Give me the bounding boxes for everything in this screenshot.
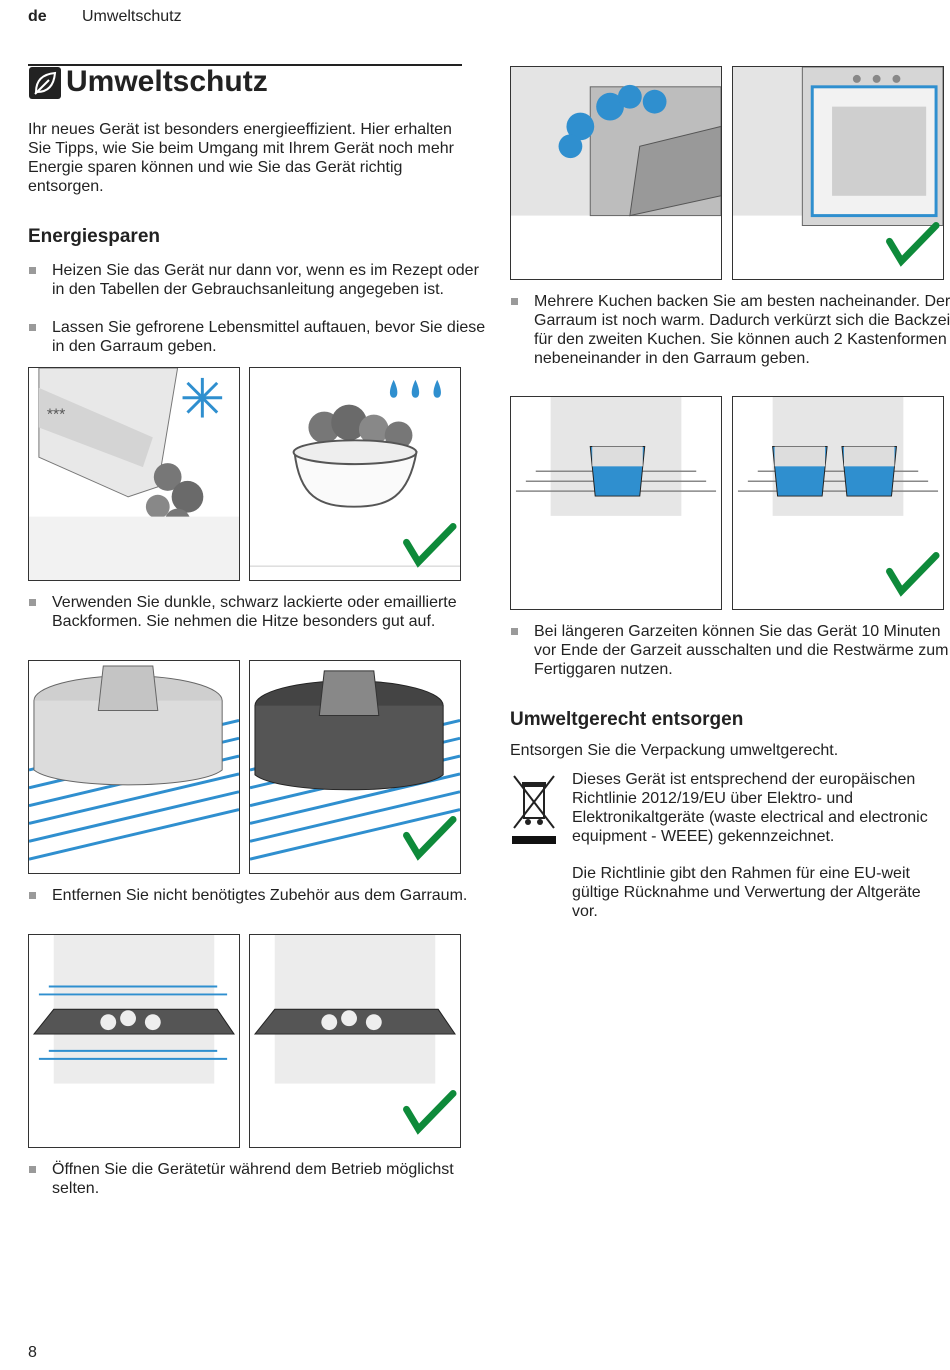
multiple-accessories-illustration bbox=[28, 934, 240, 1148]
title-rule bbox=[28, 64, 462, 66]
bullet-preheat: Heizen Sie das Gerät nur dann vor, wenn … bbox=[28, 261, 492, 299]
light-cake-form-illustration bbox=[28, 660, 240, 874]
two-loaf-pans-illustration bbox=[732, 396, 944, 610]
bullet-multiple-cakes: Mehrere Kuchen backen Sie am besten nach… bbox=[510, 292, 950, 368]
weee-bin-icon bbox=[510, 772, 558, 850]
bullet-door: Öffnen Sie die Gerätetür während dem Bet… bbox=[28, 1160, 492, 1198]
page-number: 8 bbox=[28, 1344, 37, 1361]
open-oven-door-illustration bbox=[510, 66, 722, 280]
disposal-intro: Entsorgen Sie die Verpackung umweltgerec… bbox=[510, 742, 839, 759]
check-icon bbox=[403, 816, 457, 861]
bullet-dark-forms: Verwenden Sie dunkle, schwarz lackierte … bbox=[28, 593, 492, 631]
bullet-thaw: Lassen Sie gefrorene Lebensmittel auftau… bbox=[28, 318, 492, 356]
thawed-bowl-illustration bbox=[249, 367, 461, 581]
disposal-heading: Umweltgerecht entsorgen bbox=[510, 709, 744, 730]
svg-text:***: *** bbox=[47, 407, 65, 424]
check-icon bbox=[403, 523, 457, 568]
leaf-icon bbox=[29, 67, 61, 99]
weee-directive-text: Die Richtlinie gibt den Rahmen für eine … bbox=[572, 865, 921, 920]
weee-text: Dieses Gerät ist entsprechend der europä… bbox=[572, 771, 928, 845]
check-icon bbox=[886, 552, 940, 597]
language-code: de bbox=[28, 8, 47, 25]
bullet-residual-heat: Bei längeren Garzeiten können Sie das Ge… bbox=[510, 622, 950, 679]
dark-cake-form-illustration bbox=[249, 660, 461, 874]
bullet-remove-accessories: Entfernen Sie nicht benötigtes Zubehör a… bbox=[28, 886, 492, 905]
single-loaf-pan-illustration bbox=[510, 396, 722, 610]
page-title: Umweltschutz bbox=[66, 65, 268, 98]
check-icon bbox=[886, 222, 940, 267]
energy-heading: Energiesparen bbox=[28, 226, 160, 247]
check-icon bbox=[403, 1090, 457, 1135]
frozen-bag-illustration: *** bbox=[28, 367, 240, 581]
closed-oven-door-illustration bbox=[732, 66, 944, 280]
single-tray-illustration bbox=[249, 934, 461, 1148]
running-header: Umweltschutz bbox=[82, 8, 182, 25]
intro-text: Ihr neues Gerät ist besonders energieeff… bbox=[28, 121, 454, 195]
